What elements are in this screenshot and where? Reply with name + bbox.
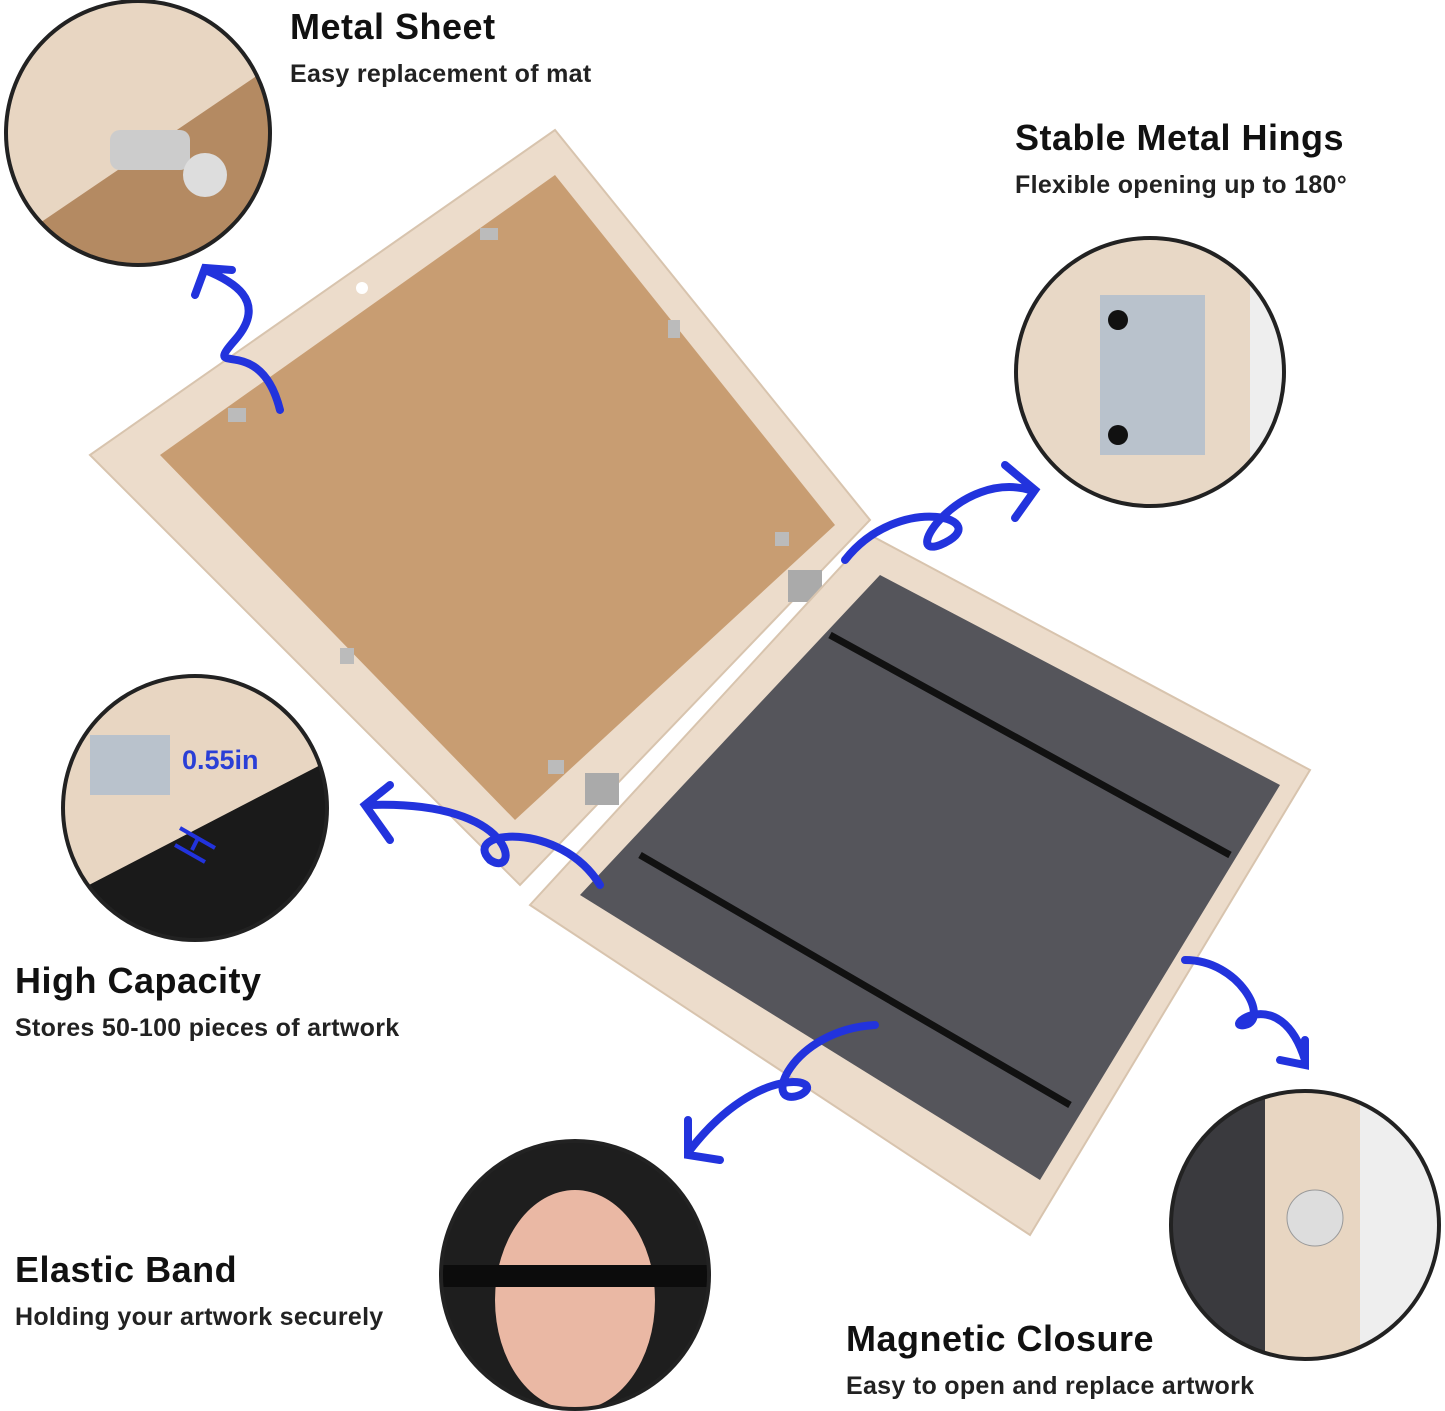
frame-tray	[528, 533, 1312, 1237]
feature-title: Magnetic Closure	[846, 1318, 1155, 1359]
arrow-icons	[191, 263, 1309, 1164]
feature-high-capacity: High Capacity Stores 50-100 pieces of ar…	[15, 960, 399, 1043]
detail-capacity	[61, 674, 329, 942]
feature-hinges: Stable Metal Hings Flexible opening up t…	[1015, 117, 1347, 200]
feature-subtitle: Easy to open and replace artwork	[846, 1372, 1255, 1400]
detail-magnet	[1169, 1089, 1441, 1361]
feature-title: Elastic Band	[15, 1249, 238, 1290]
dimension-label: 0.55in	[182, 745, 259, 775]
feature-metal-sheet: Metal Sheet Easy replacement of mat	[290, 6, 591, 89]
feature-subtitle: Easy replacement of mat	[290, 60, 592, 88]
feature-elastic-band: Elastic Band Holding your artwork secure…	[15, 1249, 384, 1332]
detail-elastic	[439, 1139, 711, 1411]
elastic-band	[828, 631, 1232, 859]
feature-title: High Capacity	[15, 960, 262, 1001]
frame-lid	[88, 128, 872, 887]
clip-icon	[480, 228, 498, 240]
feature-subtitle: Stores 50-100 pieces of artwork	[15, 1014, 400, 1042]
detail-metal-sheet	[4, 0, 272, 267]
feature-magnetic-closure: Magnetic Closure Easy to open and replac…	[846, 1318, 1254, 1401]
feature-title: Stable Metal Hings	[1015, 117, 1345, 158]
detail-hinge	[1014, 236, 1286, 508]
feature-subtitle: Holding your artwork securely	[15, 1303, 384, 1331]
feature-subtitle: Flexible opening up to 180°	[1015, 171, 1348, 199]
feature-title: Metal Sheet	[290, 6, 496, 47]
